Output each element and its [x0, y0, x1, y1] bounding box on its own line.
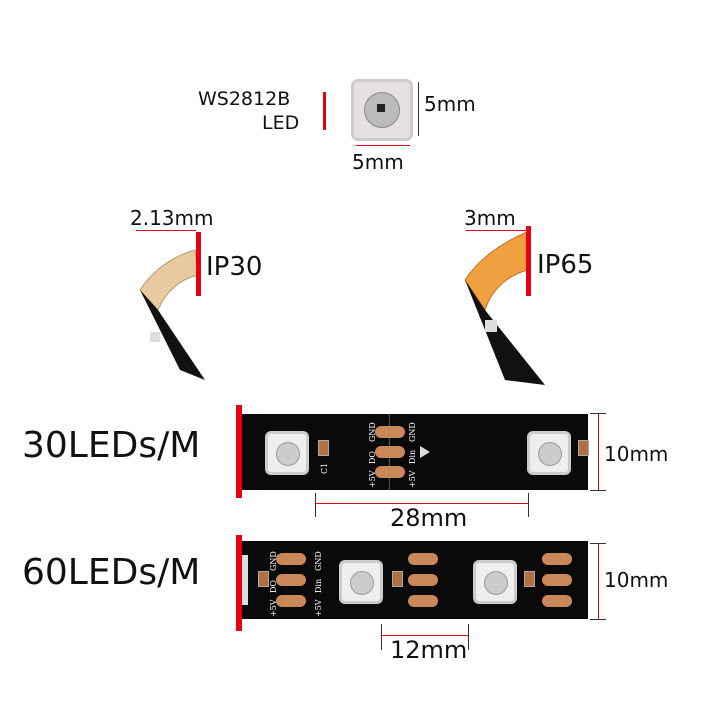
strip-30-label: 30LEDs/M — [22, 425, 201, 466]
ip65-strip-image — [464, 231, 545, 385]
ip65-thickness: 3mm — [464, 206, 516, 230]
strip-60-label: 60LEDs/M — [22, 552, 201, 593]
led-marker — [323, 92, 326, 130]
strip-60-width: 10mm — [604, 568, 669, 592]
strip-60-pcb: GND DO +5V GND Din +5V — [242, 541, 588, 619]
strip-30-pcb: C1 GND DO +5V GND Din +5V — [242, 414, 589, 490]
led-type: LED — [262, 112, 300, 134]
strip-30-spacing: 28mm — [390, 504, 468, 532]
strip-30-width: 10mm — [604, 442, 669, 466]
led-icon — [530, 434, 568, 472]
led-chip-image — [354, 82, 410, 138]
led-icon — [476, 563, 514, 601]
ip30-rating: IP30 — [206, 252, 263, 282]
led-width-label: 5mm — [352, 150, 404, 174]
ip65-marker — [526, 226, 531, 296]
ip30-marker — [196, 232, 201, 296]
ip65-rating: IP65 — [537, 250, 594, 280]
arrow-icon — [420, 446, 430, 458]
led-icon — [268, 434, 306, 472]
strip-60-spacing: 12mm — [390, 636, 468, 664]
led-height-label: 5mm — [424, 92, 476, 116]
ip30-strip-image — [139, 249, 205, 380]
ip30-thickness: 2.13mm — [130, 206, 214, 230]
led-icon — [342, 563, 380, 601]
led-name: WS2812B — [198, 88, 291, 110]
